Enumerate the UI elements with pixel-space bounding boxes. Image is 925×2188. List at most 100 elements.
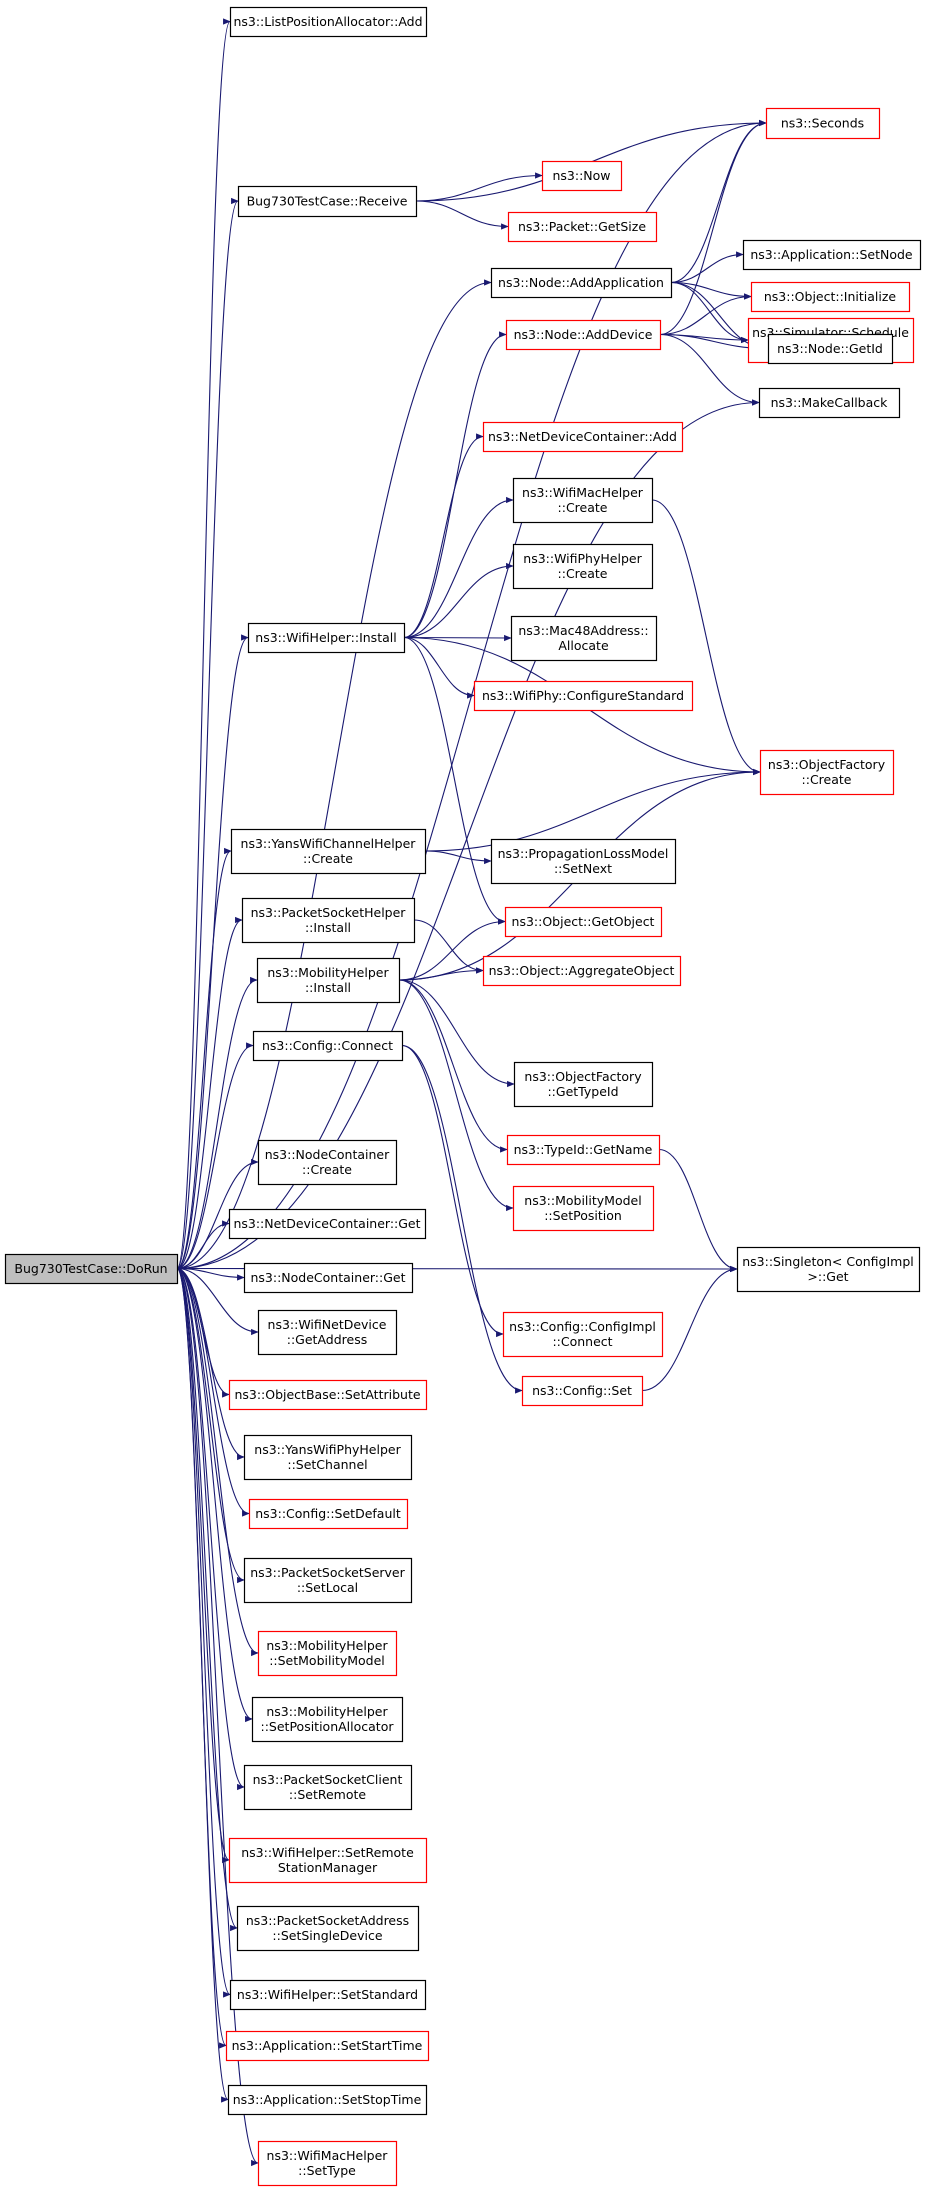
node-receive[interactable]: Bug730TestCase::Receive bbox=[237, 185, 418, 218]
node-makecb[interactable]: ns3::MakeCallback bbox=[758, 387, 901, 419]
node-cfg-connect[interactable]: ns3::Config::Connect bbox=[252, 1030, 404, 1062]
node-ob-setattr[interactable]: ns3::ObjectBase::SetAttribute bbox=[228, 1379, 428, 1411]
node-box bbox=[512, 477, 654, 524]
node-lpa-add[interactable]: ns3::ListPositionAllocator::Add bbox=[229, 6, 428, 38]
node-wmh-create[interactable]: ns3::WifiMacHelper::Create bbox=[512, 477, 654, 524]
edge-node_addapp-to-app_setnode bbox=[670, 251, 744, 284]
node-box bbox=[512, 543, 654, 590]
node-box bbox=[742, 239, 922, 271]
node-label: ns3::NetDeviceContainer::Add bbox=[488, 429, 677, 444]
edge-node_adddev-to-makecb bbox=[659, 333, 760, 406]
edge-root-to-cfg_connect bbox=[176, 1042, 254, 1270]
node-psc-setremote[interactable]: ns3::PacketSocketClient::SetRemote bbox=[243, 1764, 413, 1811]
node-of-gettypeid[interactable]: ns3::ObjectFactory::GetTypeId bbox=[513, 1061, 654, 1108]
node-box bbox=[750, 281, 911, 313]
node-wph-create[interactable]: ns3::WifiPhyHelper::Create bbox=[512, 543, 654, 590]
node-typeid-getname[interactable]: ns3::TypeId::GetName bbox=[506, 1134, 661, 1166]
node-nc-get[interactable]: ns3::NodeContainer::Get bbox=[243, 1262, 414, 1294]
node-label: ns3::MobilityHelper bbox=[267, 965, 389, 980]
node-app-setstop[interactable]: ns3::Application::SetStopTime bbox=[227, 2084, 428, 2116]
node-label: ns3::MobilityHelper bbox=[266, 1638, 388, 1653]
node-of-create[interactable]: ns3::ObjectFactory::Create bbox=[759, 749, 895, 796]
node-mm-setpos[interactable]: ns3::MobilityModel::SetPosition bbox=[512, 1185, 655, 1232]
node-nc-create[interactable]: ns3::NodeContainer::Create bbox=[257, 1139, 398, 1186]
node-cfg-setdefault[interactable]: ns3::Config::SetDefault bbox=[248, 1498, 409, 1530]
edge-wmh_create-to-of_create bbox=[651, 499, 761, 776]
edge-typeid_getname-to-singleton_get bbox=[658, 1148, 738, 1273]
node-node-adddev[interactable]: ns3::Node::AddDevice bbox=[505, 319, 662, 351]
edge-root-to-app_setstop bbox=[176, 1267, 229, 2103]
node-label: ::Create bbox=[802, 772, 852, 787]
edge-root-to-pss_setlocal bbox=[176, 1267, 245, 1584]
node-mh-setmob[interactable]: ns3::MobilityHelper::SetMobilityModel bbox=[257, 1630, 398, 1677]
node-app-setnode[interactable]: ns3::Application::SetNode bbox=[742, 239, 922, 271]
node-box bbox=[243, 1434, 413, 1481]
node-obj-aggr[interactable]: ns3::Object::AggregateObject bbox=[482, 955, 682, 987]
node-mh-setposalloc[interactable]: ns3::MobilityHelper::SetPositionAllocato… bbox=[251, 1696, 404, 1743]
node-box bbox=[521, 1375, 644, 1407]
node-label: ns3::Packet::GetSize bbox=[518, 219, 646, 234]
edge-mh_install-to-mm_setpos bbox=[398, 979, 514, 1212]
node-mac48[interactable]: ns3::Mac48Address::Allocate bbox=[510, 615, 658, 662]
node-ywph-setchan[interactable]: ns3::YansWifiPhyHelper::SetChannel bbox=[243, 1434, 413, 1481]
edge-receive-to-pkt_getsize bbox=[415, 200, 509, 230]
node-obj-init[interactable]: ns3::Object::Initialize bbox=[750, 281, 911, 313]
node-ndc-get[interactable]: ns3::NetDeviceContainer::Get bbox=[228, 1208, 427, 1240]
node-label: ::SetType bbox=[298, 2163, 356, 2178]
node-ndc-add[interactable]: ns3::NetDeviceContainer::Add bbox=[482, 421, 684, 453]
node-cfgimpl-connect[interactable]: ns3::Config::ConfigImpl::Connect bbox=[502, 1311, 664, 1358]
node-wmh-settype[interactable]: ns3::WifiMacHelper::SetType bbox=[257, 2140, 398, 2187]
edge-root-to-cfg_setdefault bbox=[176, 1267, 250, 1517]
edge-node_adddev-to-seconds bbox=[659, 119, 767, 336]
node-box bbox=[513, 1061, 654, 1108]
node-pss-setlocal[interactable]: ns3::PacketSocketServer::SetLocal bbox=[243, 1557, 413, 1604]
node-box bbox=[247, 622, 406, 654]
node-pkt-getsize[interactable]: ns3::Packet::GetSize bbox=[507, 211, 658, 243]
edge-root-to-ywph_setchan bbox=[176, 1267, 245, 1461]
edge-root-to-lpa_add bbox=[176, 18, 231, 1270]
node-root[interactable]: Bug730TestCase::DoRun bbox=[4, 1253, 179, 1285]
edge-root-to-receive bbox=[176, 198, 239, 1270]
node-label: ns3::PacketSocketClient bbox=[253, 1772, 403, 1787]
node-app-setstart[interactable]: ns3::Application::SetStartTime bbox=[225, 2030, 430, 2062]
node-box bbox=[257, 1139, 398, 1186]
edge-root-to-psh_install bbox=[176, 917, 243, 1270]
node-wphy-cfg[interactable]: ns3::WifiPhy::ConfigureStandard bbox=[473, 680, 694, 712]
node-label: ns3::YansWifiPhyHelper bbox=[254, 1442, 401, 1457]
node-box bbox=[251, 1696, 404, 1743]
node-label: ns3::ObjectFactory bbox=[768, 757, 886, 772]
node-seconds[interactable]: ns3::Seconds bbox=[765, 107, 881, 140]
node-box bbox=[236, 1905, 420, 1952]
edge-cfg_connect-to-cfg_set bbox=[401, 1044, 523, 1394]
node-label: >::Get bbox=[807, 1269, 848, 1284]
node-now[interactable]: ns3::Now bbox=[541, 160, 623, 192]
node-label: ns3::PacketSocketServer bbox=[250, 1565, 405, 1580]
node-ywch-create[interactable]: ns3::YansWifiChannelHelper::Create bbox=[230, 828, 427, 875]
node-label: ::Install bbox=[305, 920, 351, 935]
node-label: ::GetAddress bbox=[287, 1332, 367, 1347]
node-box bbox=[490, 267, 673, 299]
node-box bbox=[248, 1498, 409, 1530]
edge-ywch_create-to-of_create bbox=[424, 768, 761, 852]
node-singleton-get[interactable]: ns3::Singleton< ConfigImpl >::Get bbox=[736, 1246, 921, 1293]
node-label: ::Create bbox=[558, 566, 608, 581]
node-wh-setstd[interactable]: ns3::WifiHelper::SetStandard bbox=[229, 1979, 427, 2011]
node-label: ns3::Now bbox=[552, 168, 610, 183]
node-node-getid[interactable]: ns3::Node::GetId bbox=[767, 333, 894, 365]
node-mh-install[interactable]: ns3::MobilityHelper::Install bbox=[256, 957, 401, 1004]
node-box bbox=[507, 211, 658, 243]
edge-node_addapp-to-sim_sched bbox=[670, 281, 749, 344]
node-wh-install[interactable]: ns3::WifiHelper::Install bbox=[247, 622, 406, 654]
node-node-addapp[interactable]: ns3::Node::AddApplication bbox=[490, 267, 673, 299]
node-label: ::Create bbox=[558, 500, 608, 515]
node-plm-setnext[interactable]: ns3::PropagationLossModel::SetNext bbox=[490, 838, 677, 885]
node-psh-install[interactable]: ns3::PacketSocketHelper::Install bbox=[241, 897, 416, 944]
node-label: ::SetLocal bbox=[297, 1580, 358, 1595]
node-obj-getobj[interactable]: ns3::Object::GetObject bbox=[504, 906, 663, 938]
node-psa-setsingle[interactable]: ns3::PacketSocketAddress::SetSingleDevic… bbox=[236, 1905, 420, 1952]
node-cfg-set[interactable]: ns3::Config::Set bbox=[521, 1375, 644, 1407]
node-label: ns3::Object::GetObject bbox=[512, 914, 655, 929]
node-wnd-getaddr[interactable]: ns3::WifiNetDevice::GetAddress bbox=[257, 1309, 398, 1356]
